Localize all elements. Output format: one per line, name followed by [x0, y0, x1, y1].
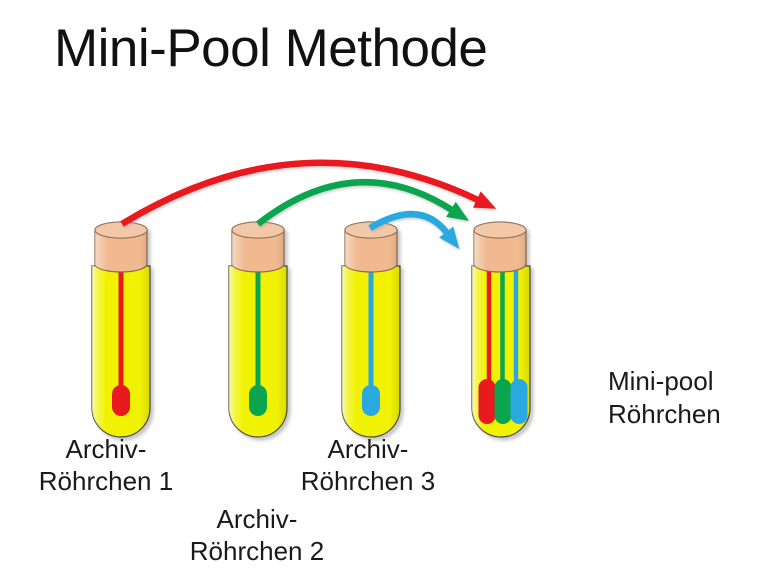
mini-pool-tube-label: Mini-pool Röhrchen	[608, 366, 721, 429]
transfer-arrow-green	[255, 178, 469, 227]
tube-cap-shading	[232, 230, 284, 272]
archive-tube-2	[228, 221, 288, 438]
red-swab-tip	[112, 385, 130, 416]
tube-cap-shading	[474, 230, 526, 272]
archive-tube-1	[91, 221, 151, 438]
blue-swab-tip	[510, 379, 528, 424]
red-swab-tip	[478, 379, 496, 424]
tube-cap-top-highlight	[345, 222, 397, 238]
mini-pool-tube	[471, 221, 531, 438]
slide-title: Mini-Pool Methode	[54, 19, 488, 78]
archive-tube-1-label: Archiv- Röhrchen 1	[38, 434, 174, 496]
tube-cap-top	[473, 221, 527, 239]
tube-cap-top-highlight	[232, 222, 284, 238]
tube-cap-top-highlight	[95, 222, 147, 238]
green-swab-tip	[249, 385, 267, 416]
green-swab-tip	[494, 379, 512, 424]
transfer-arrow-blue	[368, 211, 460, 249]
tube-cap-top	[344, 221, 398, 239]
tube-cap-shading	[345, 230, 397, 272]
tube-cap-shading	[95, 230, 147, 272]
blue-swab-tip	[362, 385, 380, 416]
archive-tube-3-label: Archiv- Röhrchen 3	[300, 434, 436, 496]
archive-tube-3	[341, 221, 401, 438]
archive-tube-2-label: Archiv- Röhrchen 2	[189, 504, 325, 566]
transfer-arrow-red	[120, 159, 497, 227]
tube-cap-top-highlight	[474, 222, 526, 238]
